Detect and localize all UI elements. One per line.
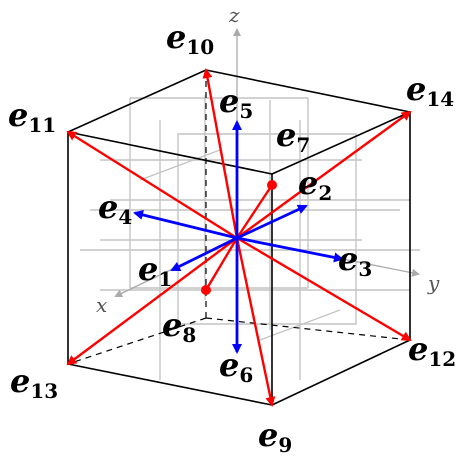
label-e14: e14 bbox=[406, 70, 454, 111]
vector-e11 bbox=[66, 130, 238, 240]
vector-e13 bbox=[66, 237, 238, 366]
x-axis-label: x bbox=[96, 293, 107, 317]
label-e4: e4 bbox=[98, 188, 132, 229]
axis-vectors bbox=[133, 120, 344, 354]
y-axis-label: y bbox=[427, 271, 440, 295]
label-e9: e9 bbox=[258, 416, 292, 457]
vector-e4 bbox=[133, 210, 238, 240]
label-e1: e1 bbox=[138, 250, 172, 291]
vector-e8-dot bbox=[201, 285, 211, 295]
label-e13: e13 bbox=[10, 362, 58, 403]
hidden-edges bbox=[67, 70, 411, 365]
vector-e12 bbox=[236, 236, 412, 342]
z-axis-label: z bbox=[228, 3, 240, 27]
vector-e1 bbox=[170, 236, 238, 272]
vector-e7-dot bbox=[267, 180, 277, 190]
label-e7: e7 bbox=[276, 116, 310, 157]
label-e12: e12 bbox=[408, 330, 456, 371]
vector-e14 bbox=[236, 110, 412, 239]
vector-e3 bbox=[236, 236, 344, 263]
label-e2: e2 bbox=[298, 164, 332, 205]
label-e8: e8 bbox=[162, 306, 196, 347]
vector-e10 bbox=[202, 68, 239, 239]
label-e11: e11 bbox=[8, 96, 56, 137]
inner-grid bbox=[80, 95, 420, 380]
vector-e7 bbox=[235, 184, 274, 239]
label-e6: e6 bbox=[219, 346, 253, 387]
label-e10: e10 bbox=[166, 18, 214, 59]
vector-e8 bbox=[204, 237, 239, 291]
label-e3: e3 bbox=[338, 240, 372, 281]
label-e5: e5 bbox=[219, 82, 253, 123]
vector-e2 bbox=[236, 204, 308, 240]
diagonal-vectors bbox=[66, 68, 412, 407]
vector-e9 bbox=[235, 237, 276, 407]
